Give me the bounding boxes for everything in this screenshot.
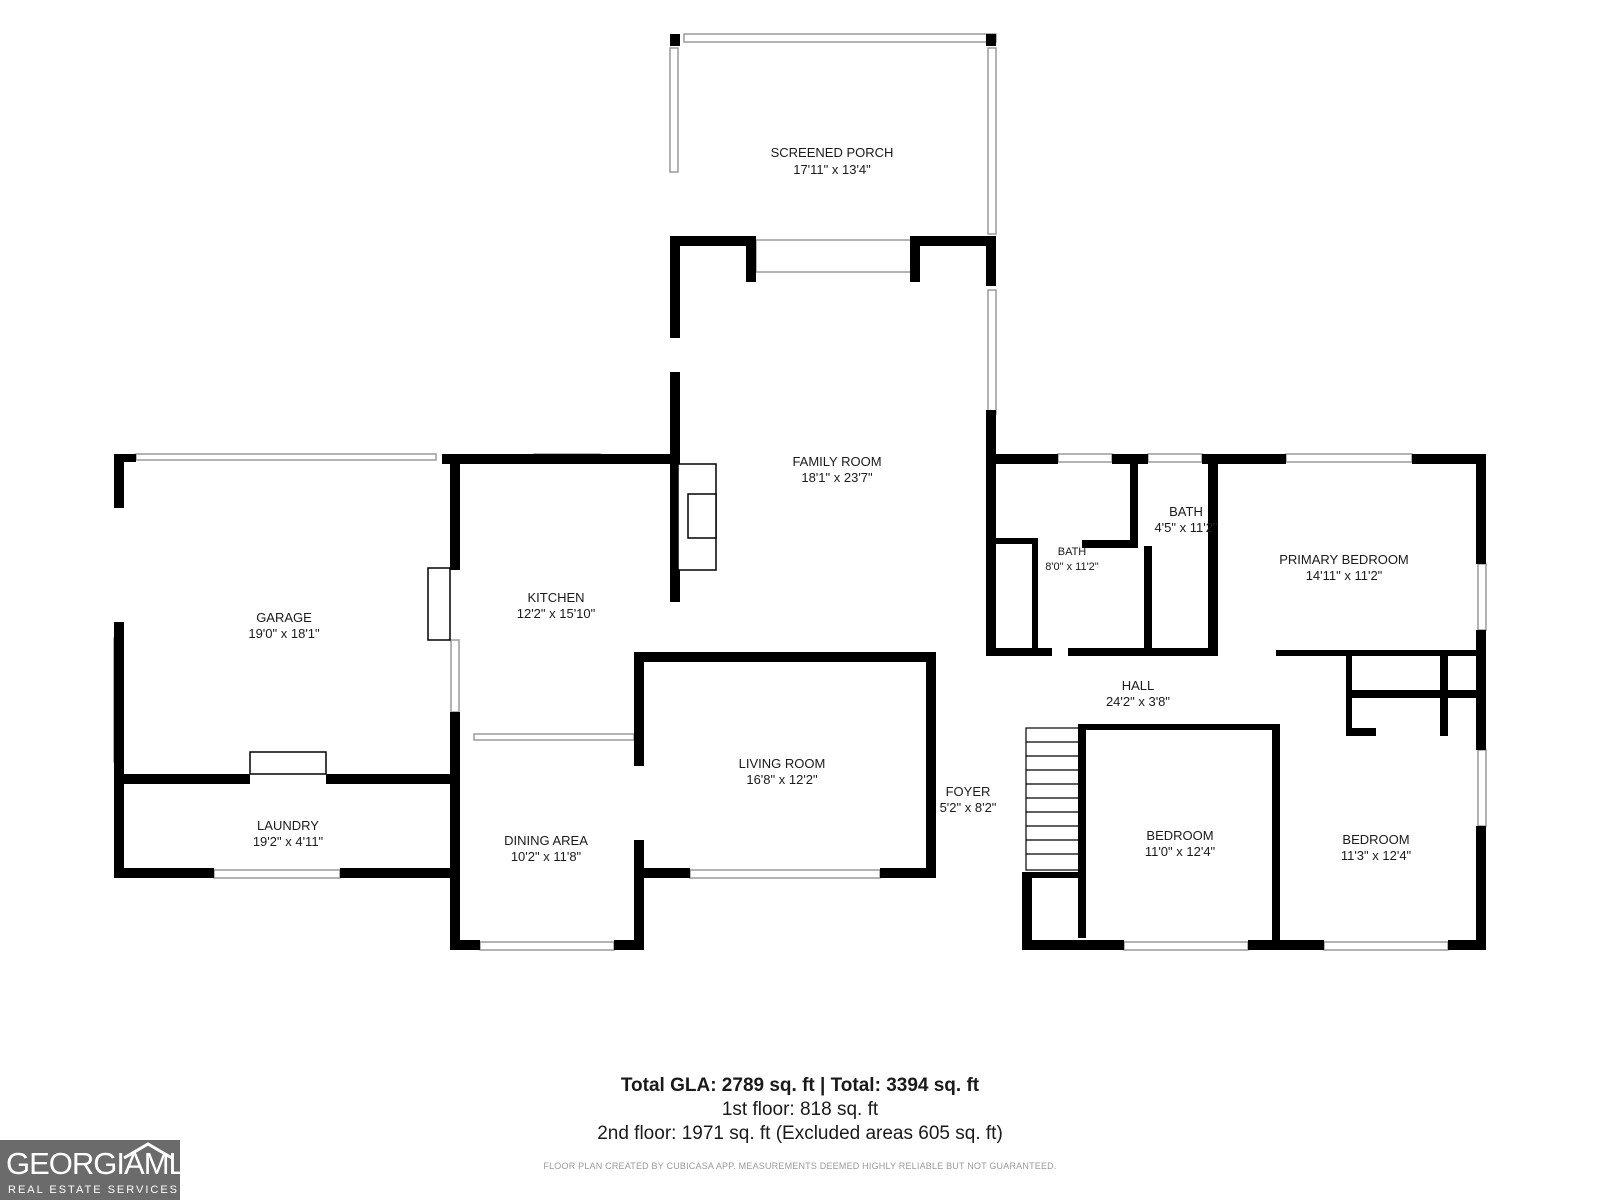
room-bath-large: BATH 8'0" x 11'2" (1045, 546, 1098, 573)
room-dimensions: 12'2" x 15'10" (517, 606, 596, 621)
room-name: PRIMARY BEDROOM (1279, 552, 1409, 567)
logo-brand: GEORGIAMLS (6, 1146, 205, 1181)
room-name: DINING AREA (504, 833, 588, 848)
room-dimensions: 19'0" x 18'1" (248, 626, 320, 641)
room-dimensions: 5'2" x 8'2" (940, 800, 997, 815)
area-summary: Total GLA: 2789 sq. ft | Total: 3394 sq.… (0, 1074, 1600, 1146)
room-foyer: FOYER 5'2" x 8'2" (940, 784, 997, 815)
logo-subtitle: REAL ESTATE SERVICES (8, 1184, 180, 1196)
stairs (1025, 727, 1081, 871)
room-dimensions: 17'11" x 13'4" (793, 162, 871, 177)
room-dimensions: 10'2" x 11'8" (511, 849, 582, 864)
room-name: BATH (1169, 504, 1203, 519)
room-bath-small: BATH 4'5" x 11'2" (1154, 504, 1217, 535)
room-name: LAUNDRY (257, 818, 319, 833)
room-bedroom-1: BEDROOM 11'0" x 12'4" (1145, 828, 1216, 859)
room-dimensions: 18'1" x 23'7" (801, 470, 873, 485)
room-kitchen: KITCHEN 12'2" x 15'10" (517, 590, 596, 621)
first-floor-area: 1st floor: 818 sq. ft (721, 1099, 879, 1120)
room-name: FAMILY ROOM (792, 454, 881, 469)
second-floor-area: 2nd floor: 1971 sq. ft (Excluded areas 6… (597, 1123, 1003, 1144)
georgia-mls-logo: GEORGIAMLS REAL ESTATE SERVICES (0, 1140, 205, 1200)
room-primary-bedroom: PRIMARY BEDROOM 14'11" x 11'2" (1279, 552, 1409, 583)
room-labels: SCREENED PORCH 17'11" x 13'4" FAMILY ROO… (248, 145, 1411, 864)
room-laundry: LAUNDRY 19'2" x 4'11" (253, 818, 324, 849)
walls (114, 34, 1486, 950)
room-bedroom-2: BEDROOM 11'3" x 12'4" (1341, 832, 1412, 863)
room-family-room: FAMILY ROOM 18'1" x 23'7" (792, 454, 881, 485)
room-living-room: LIVING ROOM 16'8" x 12'2" (739, 756, 826, 787)
room-name: FOYER (946, 784, 991, 799)
room-dimensions: 14'11" x 11'2" (1306, 568, 1383, 583)
room-dimensions: 11'3" x 12'4" (1341, 848, 1412, 863)
room-dimensions: 4'5" x 11'2" (1154, 520, 1217, 535)
room-name: GARAGE (256, 610, 312, 625)
room-name: LIVING ROOM (739, 756, 826, 771)
room-dimensions: 8'0" x 11'2" (1045, 561, 1098, 573)
room-garage: GARAGE 19'0" x 18'1" (248, 610, 320, 641)
total-area: Total GLA: 2789 sq. ft | Total: 3394 sq.… (620, 1075, 980, 1096)
room-dimensions: 19'2" x 4'11" (253, 834, 324, 849)
room-hall: HALL 24'2" x 3'8" (1106, 678, 1170, 709)
room-dimensions: 11'0" x 12'4" (1145, 844, 1216, 859)
room-name: BEDROOM (1146, 828, 1213, 843)
room-name: BATH (1058, 546, 1087, 558)
room-dimensions: 24'2" x 3'8" (1106, 694, 1170, 709)
room-name: KITCHEN (527, 590, 584, 605)
room-name: BEDROOM (1342, 832, 1409, 847)
room-screened-porch: SCREENED PORCH 17'11" x 13'4" (771, 145, 894, 177)
room-dimensions: 16'8" x 12'2" (746, 772, 818, 787)
roof-icon (123, 1142, 173, 1160)
disclaimer: FLOOR PLAN CREATED BY CUBICASA APP. MEAS… (543, 1161, 1057, 1171)
room-name: SCREENED PORCH (771, 145, 894, 160)
room-dining-area: DINING AREA 10'2" x 11'8" (504, 833, 588, 864)
room-name: HALL (1122, 678, 1155, 693)
